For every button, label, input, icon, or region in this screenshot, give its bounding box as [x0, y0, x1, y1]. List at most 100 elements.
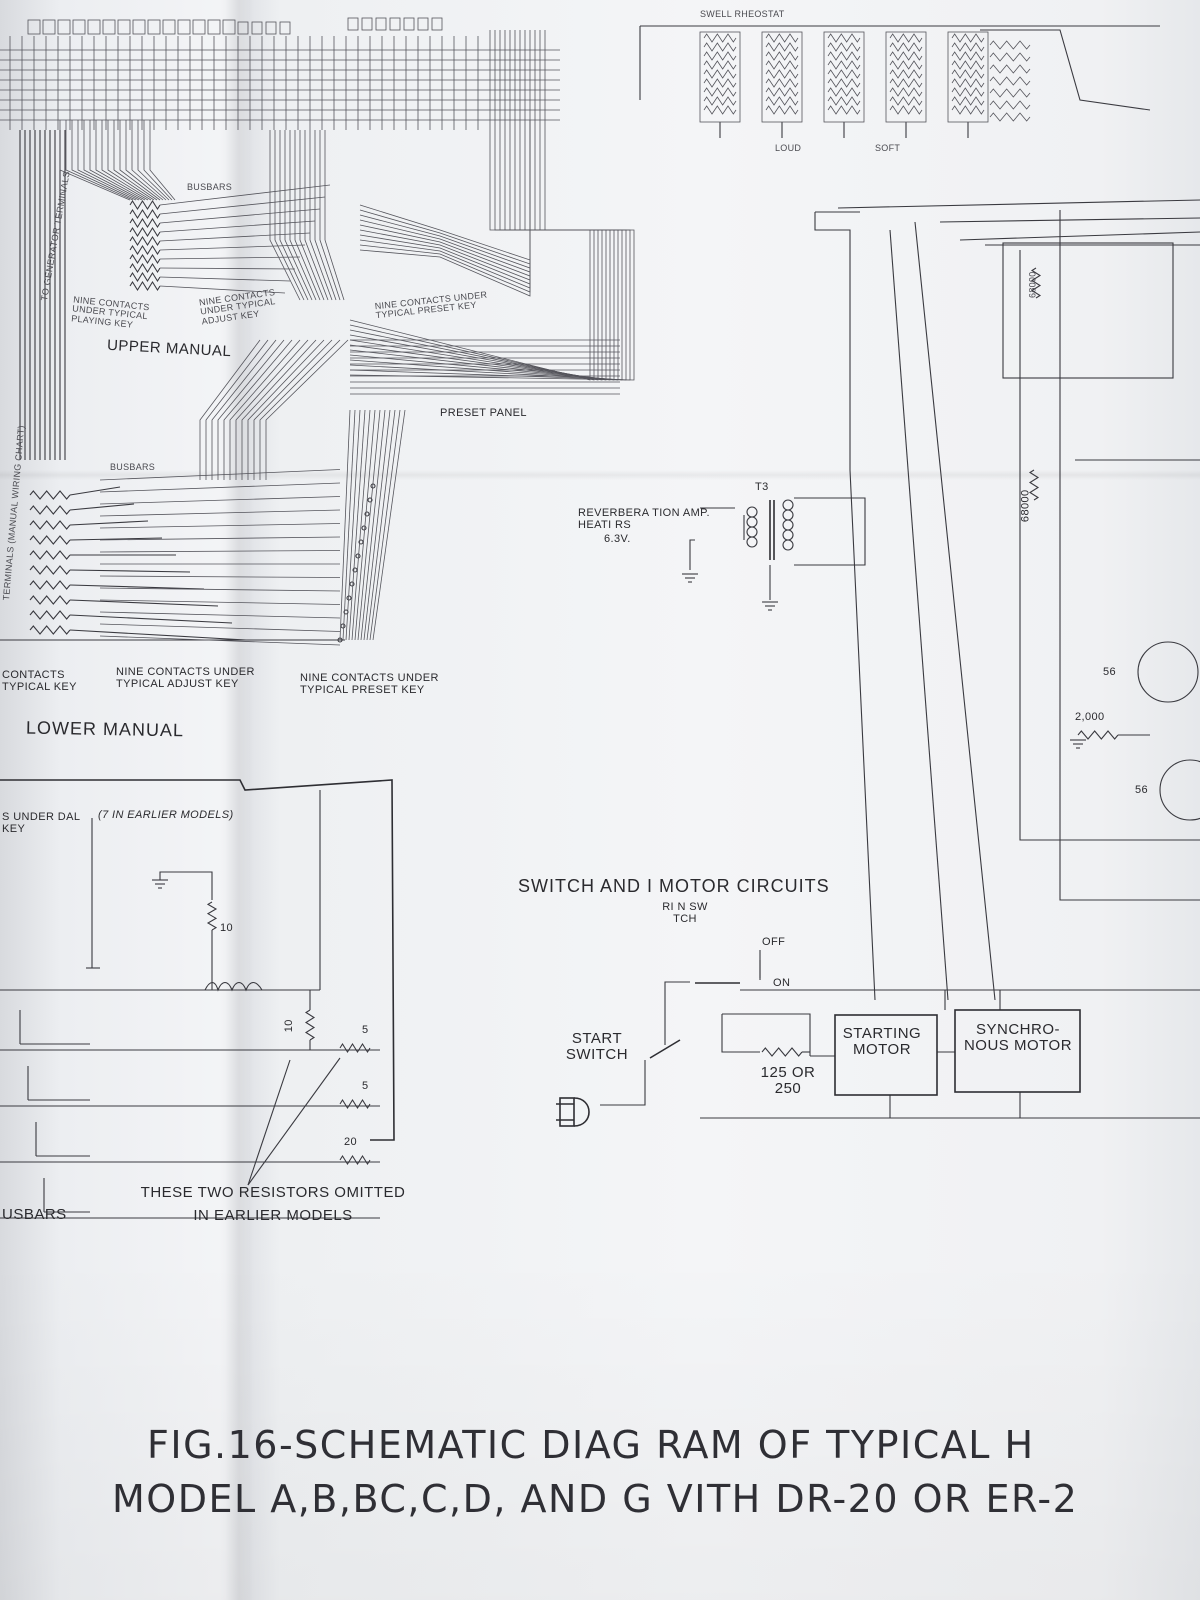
transformer-winding — [746, 506, 758, 518]
harness-wire — [319, 130, 341, 301]
harness-wire — [205, 339, 269, 480]
resistor-symbol — [827, 42, 861, 52]
key-contact — [69, 599, 219, 607]
resistor-symbol — [29, 610, 71, 620]
synchronous-motor-box — [954, 1009, 1081, 1093]
harness-wire — [359, 120, 531, 273]
resistor-symbol — [765, 69, 799, 79]
resistor-symbol — [827, 105, 861, 115]
resistor-symbol — [889, 33, 923, 43]
pedal-box-outline — [0, 779, 395, 1141]
terminal-block — [102, 19, 116, 35]
transformer-winding — [746, 536, 758, 548]
resistor-symbol — [889, 105, 923, 115]
harness-wire — [366, 409, 396, 641]
resistor-symbol — [951, 60, 985, 70]
upper-busbars-label: BUSBARS — [187, 182, 233, 192]
wire — [600, 1060, 646, 1106]
resistor-symbol — [989, 88, 1031, 98]
resistor-10-mid-value: 10 — [282, 1019, 295, 1033]
terminal-block — [87, 19, 101, 35]
contact-dot — [367, 497, 373, 503]
resistor-symbol — [889, 87, 923, 97]
lower-nine-contacts-preset-label: NINE CONTACTS UNDER TYPICAL PRESET KEY — [300, 672, 439, 696]
terminal-block — [237, 21, 249, 35]
contact-wire — [99, 599, 341, 605]
resistor-symbol — [765, 87, 799, 97]
harness-wire — [284, 130, 313, 301]
resistor-symbol — [889, 60, 923, 70]
resistor-symbol — [827, 96, 861, 106]
resistor-symbol — [827, 69, 861, 79]
wire — [1019, 250, 1200, 841]
harness-wire — [309, 130, 333, 301]
resistor-symbol — [304, 1009, 316, 1041]
harness-wire — [265, 339, 349, 480]
wire — [1059, 210, 1200, 901]
wire — [159, 871, 213, 900]
harness-wire — [359, 120, 531, 269]
tube-56-symbol — [1159, 759, 1200, 821]
contact-dot — [352, 567, 358, 573]
key-contact — [69, 629, 247, 641]
wire — [814, 212, 876, 1001]
harness-wire — [359, 120, 531, 297]
terminal-block — [431, 17, 443, 31]
harness-wire — [119, 120, 161, 201]
transformer-winding — [782, 499, 794, 511]
resistor-5a-value: 5 — [362, 1024, 369, 1036]
terminal-block — [192, 19, 206, 35]
resistor-10-top-value: 10 — [220, 922, 234, 934]
harness-wire — [349, 30, 627, 381]
key-contact — [69, 584, 205, 590]
wire — [837, 199, 1200, 209]
key-contact — [69, 520, 149, 526]
harness-wire — [159, 220, 316, 233]
transformer-winding — [782, 529, 794, 541]
harness-wire — [101, 120, 152, 201]
wire — [721, 1014, 760, 1053]
resistor-symbol — [129, 208, 161, 220]
heater-voltage-label: 6.3V. — [604, 533, 631, 545]
soft-label: SOFT — [875, 143, 901, 153]
tube-56-symbol — [1137, 641, 1199, 703]
terminal-block — [222, 19, 236, 35]
contact-wire — [99, 623, 341, 632]
resistor-symbol — [827, 33, 861, 43]
tube-56-b-label: 56 — [1135, 784, 1149, 796]
lower-manual-title: LOWER MANUAL — [25, 717, 185, 741]
resistor-symbol — [951, 105, 985, 115]
harness-wire — [304, 130, 329, 301]
harness-wire — [299, 130, 325, 301]
harness-wire — [349, 30, 603, 381]
swell-resistor-bank — [761, 31, 803, 123]
resistor-symbol — [889, 42, 923, 52]
resistor-symbol — [989, 112, 1031, 122]
harness-wire — [71, 120, 137, 201]
terminal-block — [117, 19, 131, 35]
pedal-contacts-label: S UNDER DAL KEY — [2, 811, 80, 835]
harness-wire — [217, 339, 285, 480]
resistor-symbol — [129, 217, 161, 229]
resistor-symbol — [703, 51, 737, 61]
resistor-symbol — [129, 253, 161, 265]
wire — [939, 217, 1200, 223]
key-contact — [69, 614, 233, 624]
loud-label: LOUD — [775, 143, 802, 153]
wire — [914, 221, 996, 1001]
harness-wire — [339, 409, 351, 641]
resistor-symbol — [765, 78, 799, 88]
key-contact — [69, 569, 191, 573]
harness-wire — [359, 120, 531, 265]
contact-wire — [99, 587, 341, 592]
resistor-symbol — [29, 490, 71, 500]
harness-wire — [241, 339, 317, 480]
resistor-symbol — [206, 901, 218, 931]
pedal-busbars-label: USBARS — [2, 1206, 67, 1223]
harness-wire — [369, 409, 401, 641]
terminal-block — [177, 19, 191, 35]
earlier-models-note: (7 IN EARLIER MODELS) — [98, 809, 234, 821]
harness-wire — [149, 120, 176, 201]
harness-wire — [143, 120, 173, 201]
